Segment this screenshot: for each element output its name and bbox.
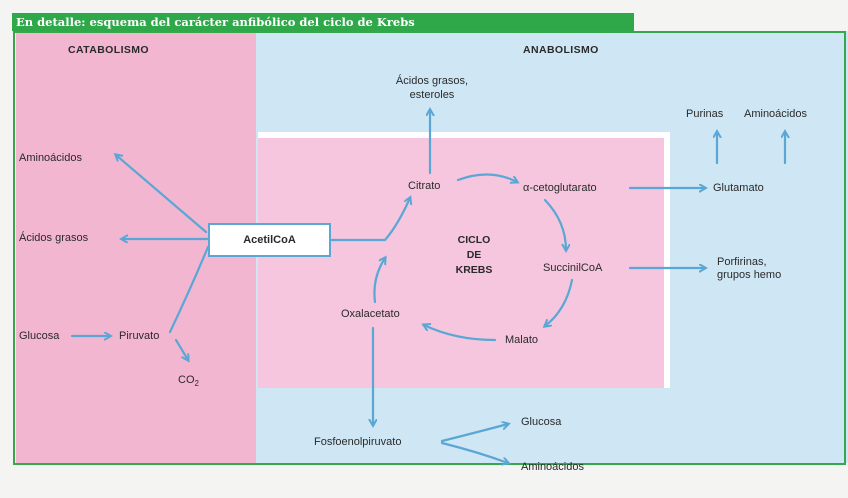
arrow-succinil-malato (545, 278, 574, 326)
node-aminoacidos-left: Aminoácidos (19, 152, 82, 164)
node-fosfoenolpiruvato: Fosfoenolpiruvato (314, 436, 402, 448)
krebs-title-line1: CICLO (457, 234, 491, 246)
acetilcoa-label: AcetilCoA (243, 234, 296, 246)
diagram-frame (13, 31, 846, 465)
krebs-cycle-title: CICLO DE KREBS (439, 233, 509, 278)
arrow-acetil-aminoacidos (116, 155, 208, 234)
node-porfirinas: Porfirinas, grupos hemo (717, 256, 781, 282)
header-title: En detalle: esquema del carácter anfiból… (16, 15, 415, 29)
node-cetoglutarato: α-cetoglutarato (523, 182, 597, 194)
acidos-grasos-top-line2: esteroles (409, 89, 455, 101)
arrow-citrato-cetoglutarato (456, 173, 517, 182)
node-aminoacidos-bottom: Aminoácidos (521, 461, 584, 473)
co2-text: CO (178, 374, 195, 386)
arrow-piruvato-acetil (168, 245, 210, 334)
node-purinas: Purinas (686, 108, 724, 120)
porfirinas-line1: Porfirinas, (717, 256, 767, 268)
acidos-grasos-top-line1: Ácidos grasos, (395, 75, 469, 87)
node-piruvato: Piruvato (119, 330, 160, 342)
node-malato: Malato (505, 334, 539, 346)
node-oxalacetato: Oxalacetato (341, 308, 400, 320)
node-glutamato: Glutamato (713, 182, 764, 194)
arrow-piruvato-co2 (174, 338, 188, 360)
node-co2: CO2 (178, 374, 199, 388)
arrow-acetil-citrato (329, 198, 410, 242)
porfirinas-line2: grupos hemo (717, 269, 782, 281)
node-citrato: Citrato (408, 180, 441, 192)
arrow-fosfoenolpiruvato-aminoacidos (440, 441, 508, 463)
krebs-title-line2: DE (466, 249, 482, 261)
co2-subscript: 2 (194, 379, 199, 389)
krebs-title-line3: KREBS (455, 264, 493, 276)
arrow-fosfoenolpiruvato-glucosa (440, 424, 508, 443)
krebs-cycle-panel (258, 132, 670, 388)
node-glucosa-bottom: Glucosa (521, 416, 562, 428)
header-bar (12, 13, 634, 31)
node-glucosa-left: Glucosa (19, 330, 60, 342)
node-acidos-grasos-esteroles: Ácidos grasos, esteroles (372, 74, 492, 102)
arrow-oxalacetato-citrato (373, 258, 385, 304)
acetilcoa-box (208, 223, 331, 257)
arrow-cetoglutarato-succinil (543, 198, 566, 250)
arrow-malato-oxalacetato (424, 325, 497, 342)
anabolism-heading: ANABOLISMO (523, 44, 599, 56)
catabolism-heading: CATABOLISMO (68, 44, 150, 56)
node-aminoacidos-right: Aminoácidos (744, 108, 807, 120)
node-succinilcoa: SuccinilCoA (543, 262, 603, 274)
node-acidos-grasos-left: Ácidos grasos (19, 232, 89, 244)
